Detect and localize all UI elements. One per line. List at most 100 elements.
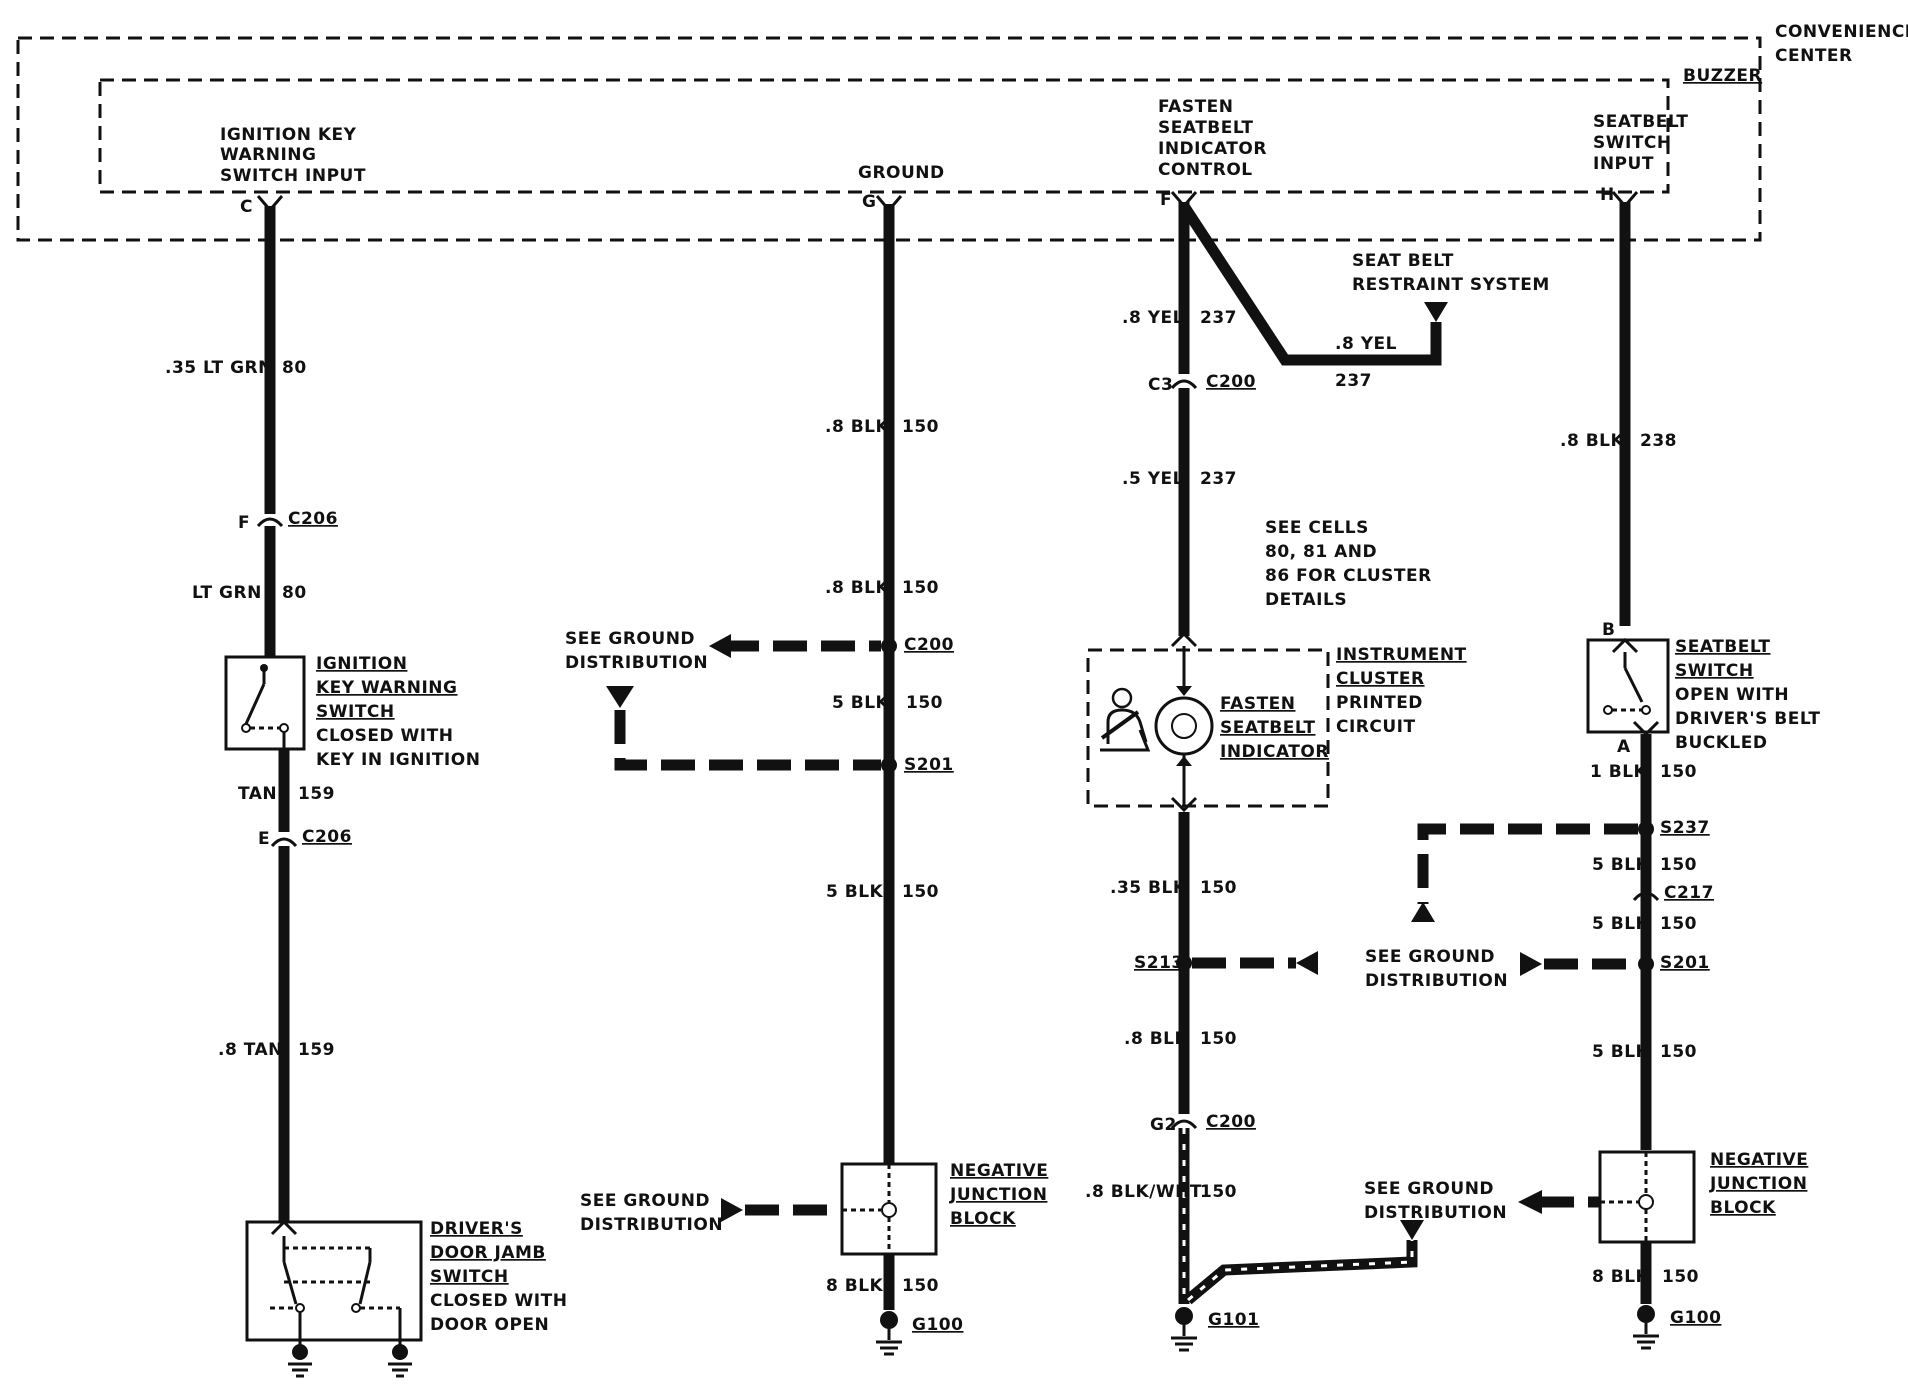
wire-number: 150: [902, 1276, 939, 1296]
door-switch-state: CLOSED WITH: [430, 1291, 567, 1311]
switch-contact: [1641, 705, 1651, 715]
ground-dist-arrow: [606, 686, 634, 708]
circuit-ignition-key-warning: .35 LT GRN 80 F C206 LT GRN 80 IGNITION …: [165, 206, 567, 1378]
wire-number: 150: [1660, 1042, 1697, 1062]
switch-connector: [1611, 637, 1639, 654]
see-cells-label: SEE CELLS: [1265, 518, 1369, 538]
wire-color: .8 YEL: [1122, 308, 1184, 328]
pin-f-letter: F: [1160, 190, 1172, 210]
cluster-label: INSTRUMENT: [1336, 645, 1467, 665]
cluster-connector: [1170, 631, 1198, 648]
pin-f-label: CONTROL: [1158, 160, 1253, 180]
splice-name: S201: [1660, 953, 1710, 973]
wire-number: 80: [282, 583, 307, 603]
see-ground-label: SEE GROUND: [1364, 1179, 1494, 1199]
connector-pin: G2: [1150, 1115, 1177, 1135]
see-ground-label: DISTRIBUTION: [565, 653, 708, 673]
splice-name: S213: [1134, 953, 1184, 973]
wire-color: 8 BLK: [1592, 1267, 1650, 1287]
splice-s201: [1638, 956, 1654, 972]
switch-name: SWITCH: [316, 702, 395, 722]
pin-h-label: SWITCH: [1593, 133, 1672, 153]
pin-h-label: SEATBELT: [1593, 112, 1688, 132]
njb-terminal: [881, 1202, 897, 1218]
wire-color: 5 BLK: [832, 693, 890, 713]
connector-pin: F: [238, 513, 250, 533]
wire-color: 5 BLK: [1592, 1042, 1650, 1062]
switch-connector: [270, 1219, 298, 1236]
see-ground-label: DISTRIBUTION: [1364, 1203, 1507, 1223]
cluster-connector: [1170, 796, 1198, 813]
switch-name: SEATBELT: [1675, 637, 1770, 657]
indicator-name: SEATBELT: [1220, 718, 1315, 738]
switch-contact: [279, 723, 289, 733]
pin-f-label: INDICATOR: [1158, 139, 1267, 159]
cluster-label: CIRCUIT: [1336, 717, 1416, 737]
cluster-label: CLUSTER: [1336, 669, 1425, 689]
switch-contact: [241, 723, 251, 733]
wire-number: 237: [1335, 371, 1372, 391]
splice-name: S201: [904, 755, 954, 775]
convenience-center-outline: [16, 36, 1762, 242]
switch-state: CLOSED WITH: [316, 726, 453, 746]
wire-color: .35 BLK: [1110, 878, 1187, 898]
restraint-arrow: [1424, 302, 1448, 322]
switch-name: IGNITION: [316, 654, 407, 674]
switch-contact: [1603, 705, 1613, 715]
wire-color: .8 BLK: [1560, 431, 1624, 451]
wire-color: 8 BLK: [826, 1276, 884, 1296]
njb-label: NEGATIVE: [950, 1161, 1048, 1181]
ground-name: G100: [1670, 1308, 1721, 1328]
connector-c200-c3: [1170, 379, 1198, 390]
door-switch-name: DRIVER'S: [430, 1219, 523, 1239]
see-ground-label: SEE GROUND: [1365, 947, 1495, 967]
splice-name: S237: [1660, 818, 1710, 838]
switch-name: KEY WARNING: [316, 678, 457, 698]
ground-dist-arrow: [1411, 902, 1435, 922]
switch-name: SWITCH: [1675, 661, 1754, 681]
ground-dist-arrow: [1296, 951, 1318, 975]
indicator-name: INDICATOR: [1220, 742, 1329, 762]
pin-g-letter: G: [862, 192, 876, 212]
wire-color: TAN: [238, 784, 277, 804]
circuit-fasten-seatbelt: SEAT BELT RESTRAINT SYSTEM .8 YEL 237 .8…: [1085, 202, 1549, 1352]
see-ground-label: SEE GROUND: [565, 629, 695, 649]
wire-color: .8 BLK/WHT: [1085, 1182, 1202, 1202]
buzzer-label: BUZZER: [1683, 66, 1762, 86]
wire-number: 150: [902, 882, 939, 902]
pin-b: B: [1602, 620, 1615, 640]
wire-number: 150: [1200, 1182, 1237, 1202]
ground-symbol: [388, 1340, 412, 1378]
ground-name: G100: [912, 1315, 963, 1335]
ground-symbol: [1171, 1307, 1197, 1352]
connector-c200-g2: [1170, 1119, 1198, 1130]
ground-symbol: [288, 1340, 312, 1378]
convenience-center-label: CENTER: [1775, 46, 1853, 66]
switch-blade: [1623, 667, 1644, 703]
circuit-seatbelt-switch: .8 BLK 238 B A SEATBELT SWITCH OPEN WITH…: [1365, 202, 1820, 1350]
connector-name: C200: [1206, 372, 1256, 392]
njb-label: BLOCK: [950, 1209, 1016, 1229]
wire-ground-dist: [1184, 1240, 1418, 1305]
connector-name: C217: [1664, 883, 1714, 903]
connector-c206-f: [256, 517, 284, 528]
convenience-center-label: CONVENIENCE: [1775, 22, 1908, 42]
splice-s213: [1176, 955, 1192, 971]
switch-contact: [295, 1303, 305, 1313]
see-cells-label: 86 FOR CLUSTER: [1265, 566, 1432, 586]
wire-number: 150: [1660, 855, 1697, 875]
switch-blade: [282, 1261, 298, 1305]
wire-color: .8 BLK: [825, 578, 889, 598]
switch-contact: [351, 1303, 361, 1313]
pin-c-label: WARNING: [220, 145, 316, 165]
pin-c-label: SWITCH INPUT: [220, 166, 366, 186]
wire-color: LT GRN: [192, 583, 262, 603]
pin-c-letter: C: [240, 197, 253, 217]
wire-color: .8 TAN: [218, 1040, 283, 1060]
wire-number: 159: [298, 1040, 335, 1060]
ground-dist-arrow: [1520, 952, 1542, 976]
njb-label: JUNCTION: [1709, 1174, 1807, 1194]
restraint-label: SEAT BELT: [1352, 251, 1454, 271]
wire-number: 150: [1662, 1267, 1699, 1287]
